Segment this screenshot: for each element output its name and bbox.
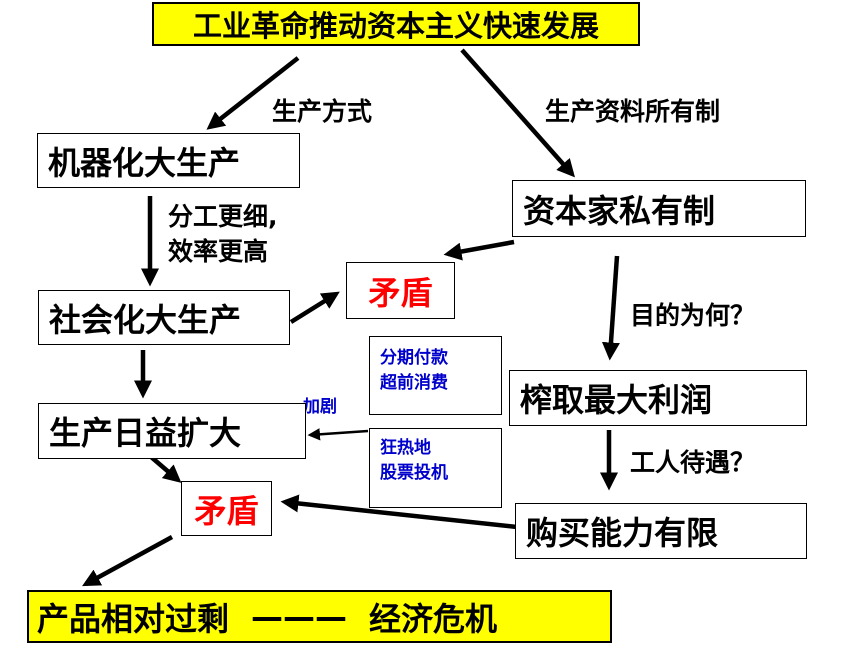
arrow-title-to-machine	[206, 56, 300, 130]
machine-production-text: 机器化大生产	[48, 143, 241, 182]
conclusion-bar: 产品相对过剩 ——— 经济危机	[27, 590, 612, 643]
arrow-notes-to-expanding	[307, 428, 369, 441]
division-label-line1: 分工更细,	[168, 202, 278, 231]
installment-note-box: 分期付款 超前消费	[369, 336, 502, 415]
speculation-note-line2: 股票投机	[380, 463, 448, 483]
overproduction-text: 产品相对过剩	[37, 599, 230, 638]
installment-note-line2: 超前消费	[380, 373, 448, 393]
socialized-production-text: 社会化大生产	[49, 300, 242, 339]
diagram-title: 工业革命推动资本主义快速发展	[152, 2, 640, 46]
expanding-production-box: 生产日益扩大	[38, 403, 306, 459]
intensify-label: 加剧	[303, 397, 337, 417]
right-branch-label: 生产资料所有制	[545, 97, 721, 126]
division-label-line2: 效率更高	[168, 237, 269, 266]
speculation-note-box: 狂热地 股票投机	[369, 428, 502, 508]
contradiction-text-lower: 矛盾	[194, 491, 259, 530]
capitalist-ownership-text: 资本家私有制	[523, 191, 716, 230]
machine-production-box: 机器化大生产	[37, 133, 300, 188]
arrow-contradiction-to-bottom	[82, 535, 174, 587]
capitalist-ownership-box: 资本家私有制	[512, 180, 806, 237]
arrow-ownership-to-profit	[601, 255, 620, 361]
contradiction-text-upper: 矛盾	[368, 273, 433, 312]
expanding-production-text: 生产日益扩大	[49, 414, 242, 452]
purpose-label: 目的为何？	[630, 301, 756, 330]
arrow-ownership-to-contradiction	[443, 239, 515, 261]
contradiction-box-upper: 矛盾	[346, 262, 455, 319]
worker-treatment-label: 工人待遇？	[630, 448, 756, 477]
contradiction-box-lower: 矛盾	[181, 481, 272, 536]
left-branch-label: 生产方式	[272, 97, 373, 126]
conclusion-dash: ———	[251, 597, 348, 636]
arrow-title-to-ownership	[460, 48, 575, 178]
max-profit-text: 榨取最大利润	[520, 381, 713, 419]
arrow-social-to-contradiction	[289, 291, 340, 324]
limited-purchasing-box: 购买能力有限	[515, 503, 807, 559]
limited-purchasing-text: 购买能力有限	[526, 514, 719, 552]
diagram-title-text: 工业革命推动资本主义快速发展	[192, 9, 599, 43]
speculation-note-line1: 狂热地	[380, 438, 431, 458]
max-profit-box: 榨取最大利润	[509, 370, 807, 426]
installment-note-line1: 分期付款	[380, 348, 448, 368]
arrow-purchasing-to-contradiction	[280, 494, 518, 530]
socialized-production-box: 社会化大生产	[38, 290, 290, 345]
economic-crisis-text: 经济危机	[369, 599, 498, 638]
